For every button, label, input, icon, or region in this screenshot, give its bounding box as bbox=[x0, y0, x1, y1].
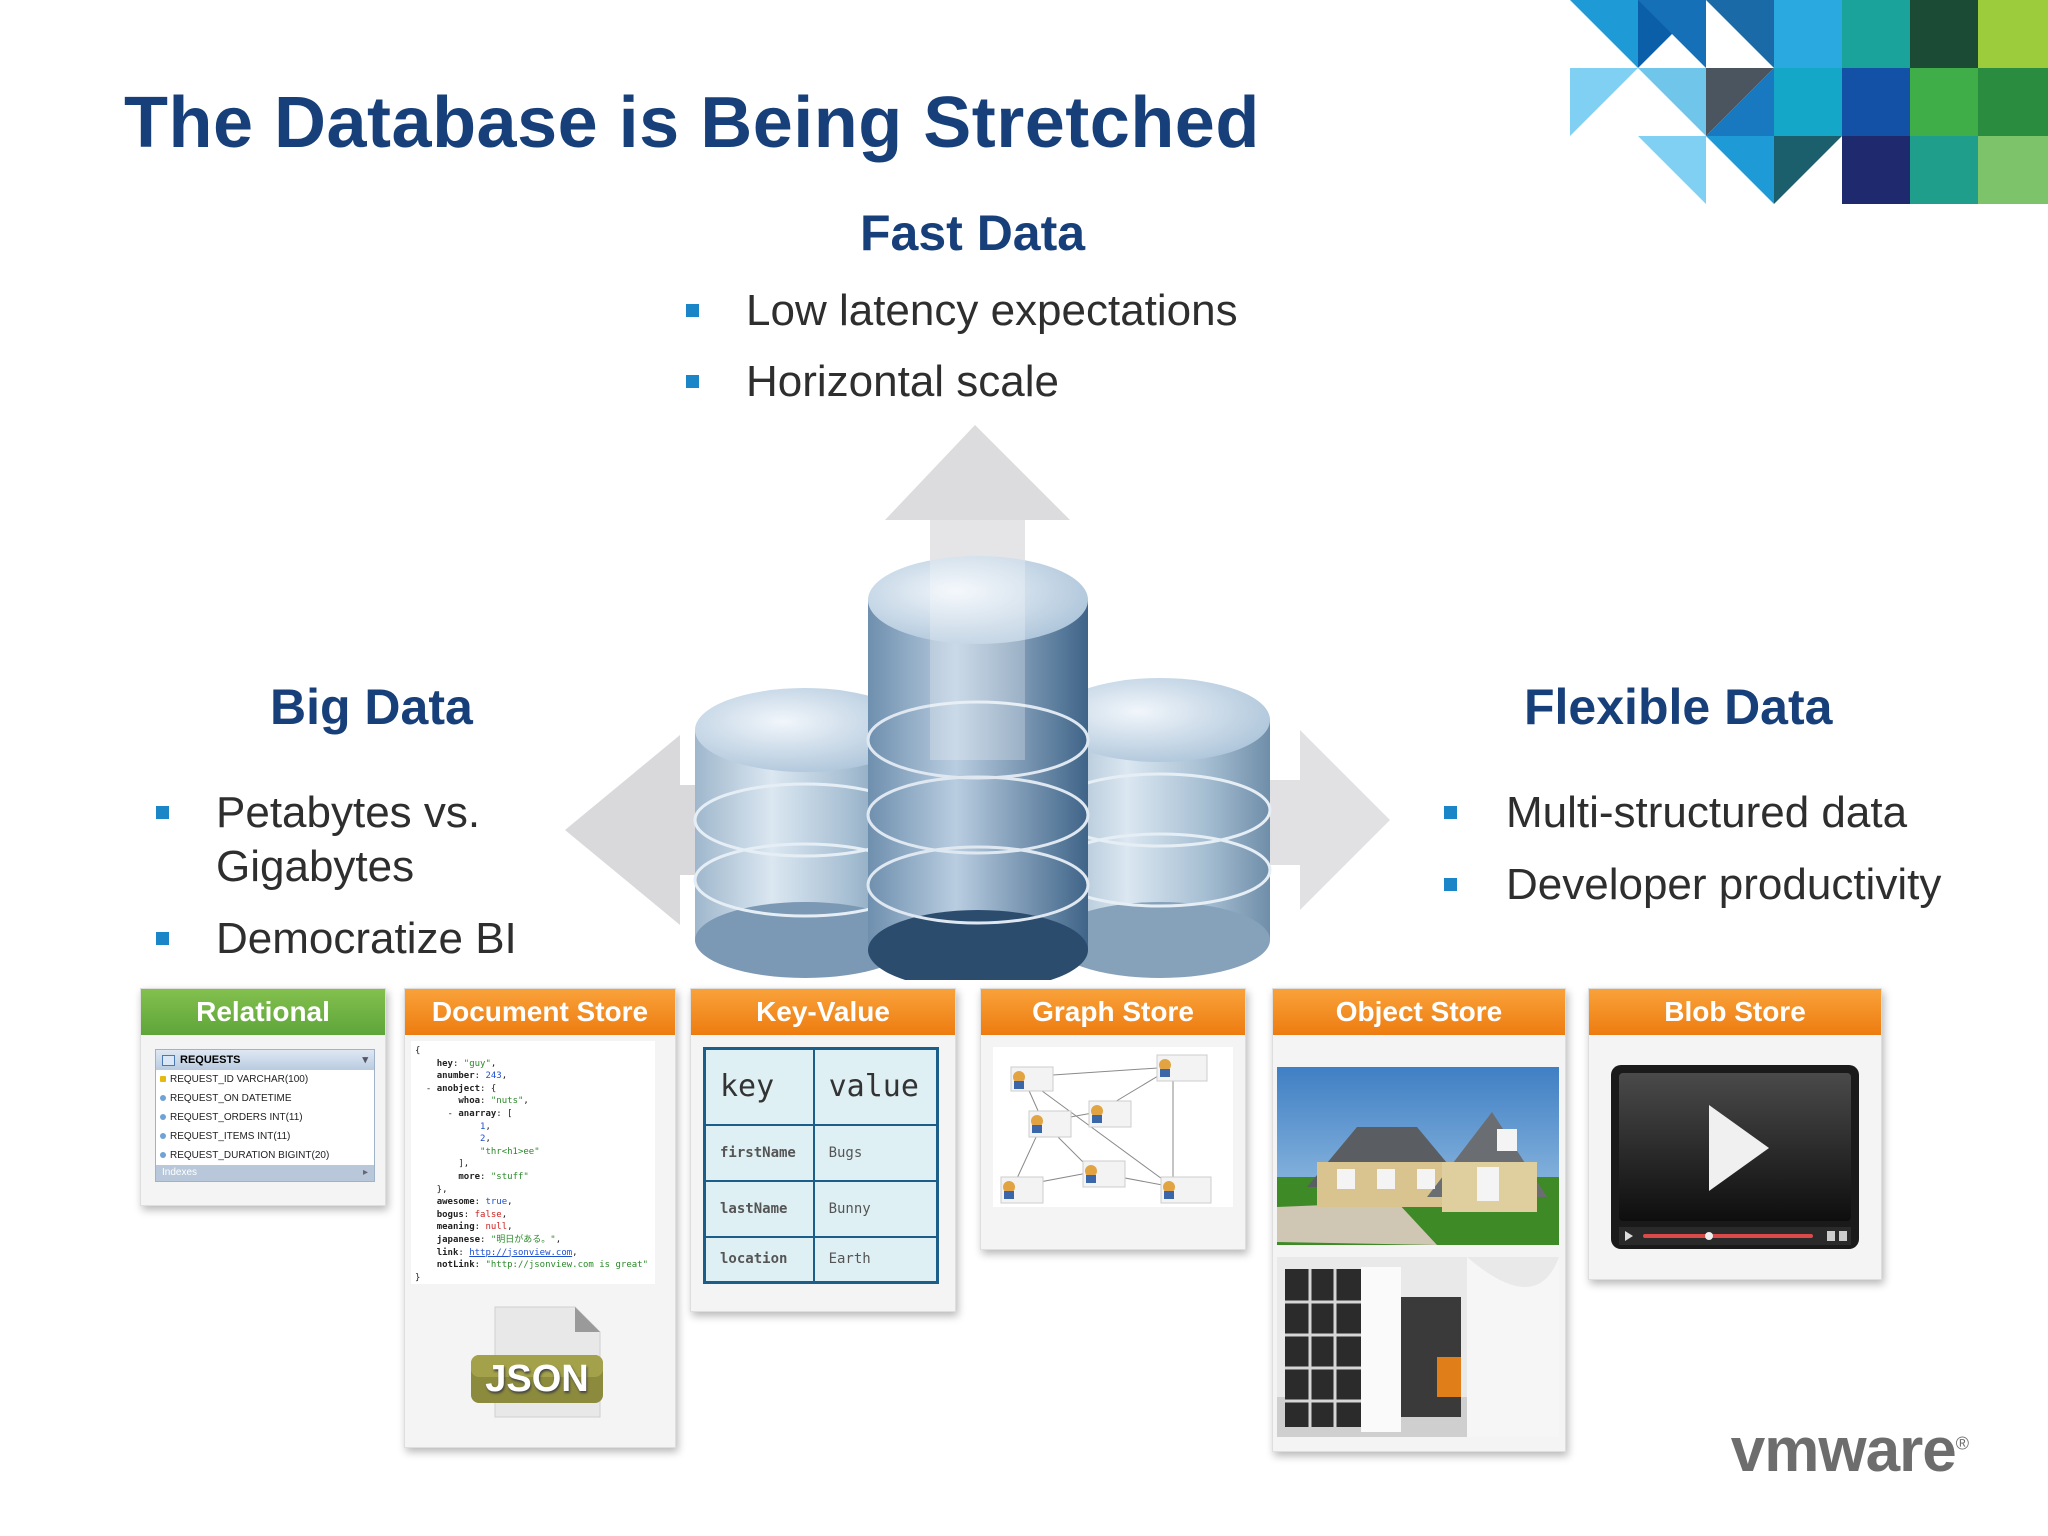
kv-key: lastName bbox=[703, 1179, 815, 1238]
fast-data-heading: Fast Data bbox=[860, 205, 1086, 261]
graph-store-card: Graph Store bbox=[980, 988, 1246, 1250]
big-data-bullet-2: Democratize BI bbox=[156, 912, 576, 966]
relational-card: Relational REQUESTS ▾ REQUEST_ID VARCHAR… bbox=[140, 988, 386, 1206]
kv-key: location bbox=[703, 1235, 815, 1284]
video-player-icon bbox=[1611, 1065, 1859, 1249]
kv-value: Earth bbox=[812, 1235, 939, 1284]
flexible-data-bullet-2: Developer productivity bbox=[1444, 858, 2024, 912]
blob-store-card-header: Blob Store bbox=[1589, 989, 1881, 1035]
vmware-logo-text: vmware bbox=[1730, 1416, 1957, 1485]
mosaic-logo bbox=[1570, 0, 2048, 204]
relational-table-name: REQUESTS bbox=[180, 1054, 241, 1066]
database-stack-illustration bbox=[565, 425, 1390, 980]
big-data-bullet-1: Petabytes vs. Gigabytes bbox=[156, 786, 576, 894]
json-code-sample: { hey: "guy", anumber: 243, - anobject: … bbox=[411, 1041, 655, 1284]
bullet-text: Democratize BI bbox=[216, 914, 517, 963]
document-store-card-header: Document Store bbox=[405, 989, 675, 1035]
relational-column: REQUEST_ITEMS INT(11) bbox=[156, 1127, 374, 1146]
relational-table: REQUESTS ▾ REQUEST_ID VARCHAR(100) REQUE… bbox=[155, 1049, 375, 1182]
bullet-text: Petabytes vs. Gigabytes bbox=[216, 788, 481, 891]
bullet-text: Low latency expectations bbox=[746, 286, 1238, 335]
relational-column: REQUEST_ON DATETIME bbox=[156, 1089, 374, 1108]
key-value-card: Key-Value key value firstName Bugs lastN… bbox=[690, 988, 956, 1312]
relational-column: REQUEST_ID VARCHAR(100) bbox=[156, 1070, 374, 1089]
registered-mark: ® bbox=[1955, 1433, 1969, 1454]
chevron-right-icon: ▸ bbox=[362, 1167, 368, 1178]
object-store-card: Object Store bbox=[1272, 988, 1566, 1452]
kv-key: firstName bbox=[703, 1123, 815, 1182]
blob-store-card: Blob Store bbox=[1588, 988, 1882, 1280]
fast-data-bullet-1: Low latency expectations bbox=[686, 284, 1386, 338]
big-data-heading: Big Data bbox=[270, 679, 473, 735]
graph-diagram bbox=[993, 1047, 1233, 1207]
house-photo bbox=[1277, 1067, 1559, 1245]
bullet-text: Horizontal scale bbox=[746, 357, 1060, 406]
document-store-card: Document Store { hey: "guy", anumber: 24… bbox=[404, 988, 676, 1448]
play-icon bbox=[1709, 1105, 1769, 1191]
bullet-text: Developer productivity bbox=[1506, 860, 1942, 909]
kv-value: Bunny bbox=[812, 1179, 939, 1238]
vmware-logo: vmware® bbox=[1730, 1415, 1969, 1486]
flexible-data-bullet-1: Multi-structured data bbox=[1444, 786, 2004, 840]
slide-title: The Database is Being Stretched bbox=[124, 83, 1260, 163]
interior-photo bbox=[1277, 1257, 1559, 1437]
kv-header-key: key bbox=[703, 1047, 815, 1126]
database-center bbox=[866, 520, 1090, 980]
relational-column: REQUEST_ORDERS INT(11) bbox=[156, 1108, 374, 1127]
json-file-icon bbox=[471, 1306, 603, 1418]
bullet-text: Multi-structured data bbox=[1506, 788, 1908, 837]
chevron-down-icon: ▾ bbox=[362, 1054, 368, 1066]
relational-indexes-label: Indexes bbox=[162, 1167, 198, 1178]
fast-data-bullet-2: Horizontal scale bbox=[686, 355, 1386, 409]
flexible-data-heading: Flexible Data bbox=[1524, 679, 1833, 735]
kv-header-value: value bbox=[812, 1047, 939, 1126]
relational-column: REQUEST_DURATION BIGINT(20) bbox=[156, 1146, 374, 1165]
kv-value: Bugs bbox=[812, 1123, 939, 1182]
key-value-table: key value firstName Bugs lastName Bunny … bbox=[703, 1047, 939, 1284]
json-badge-text: JSON bbox=[485, 1358, 589, 1400]
arrow-left-icon bbox=[565, 735, 740, 925]
object-store-card-header: Object Store bbox=[1273, 989, 1565, 1035]
relational-card-header: Relational bbox=[141, 989, 385, 1035]
key-value-card-header: Key-Value bbox=[691, 989, 955, 1035]
graph-store-card-header: Graph Store bbox=[981, 989, 1245, 1035]
